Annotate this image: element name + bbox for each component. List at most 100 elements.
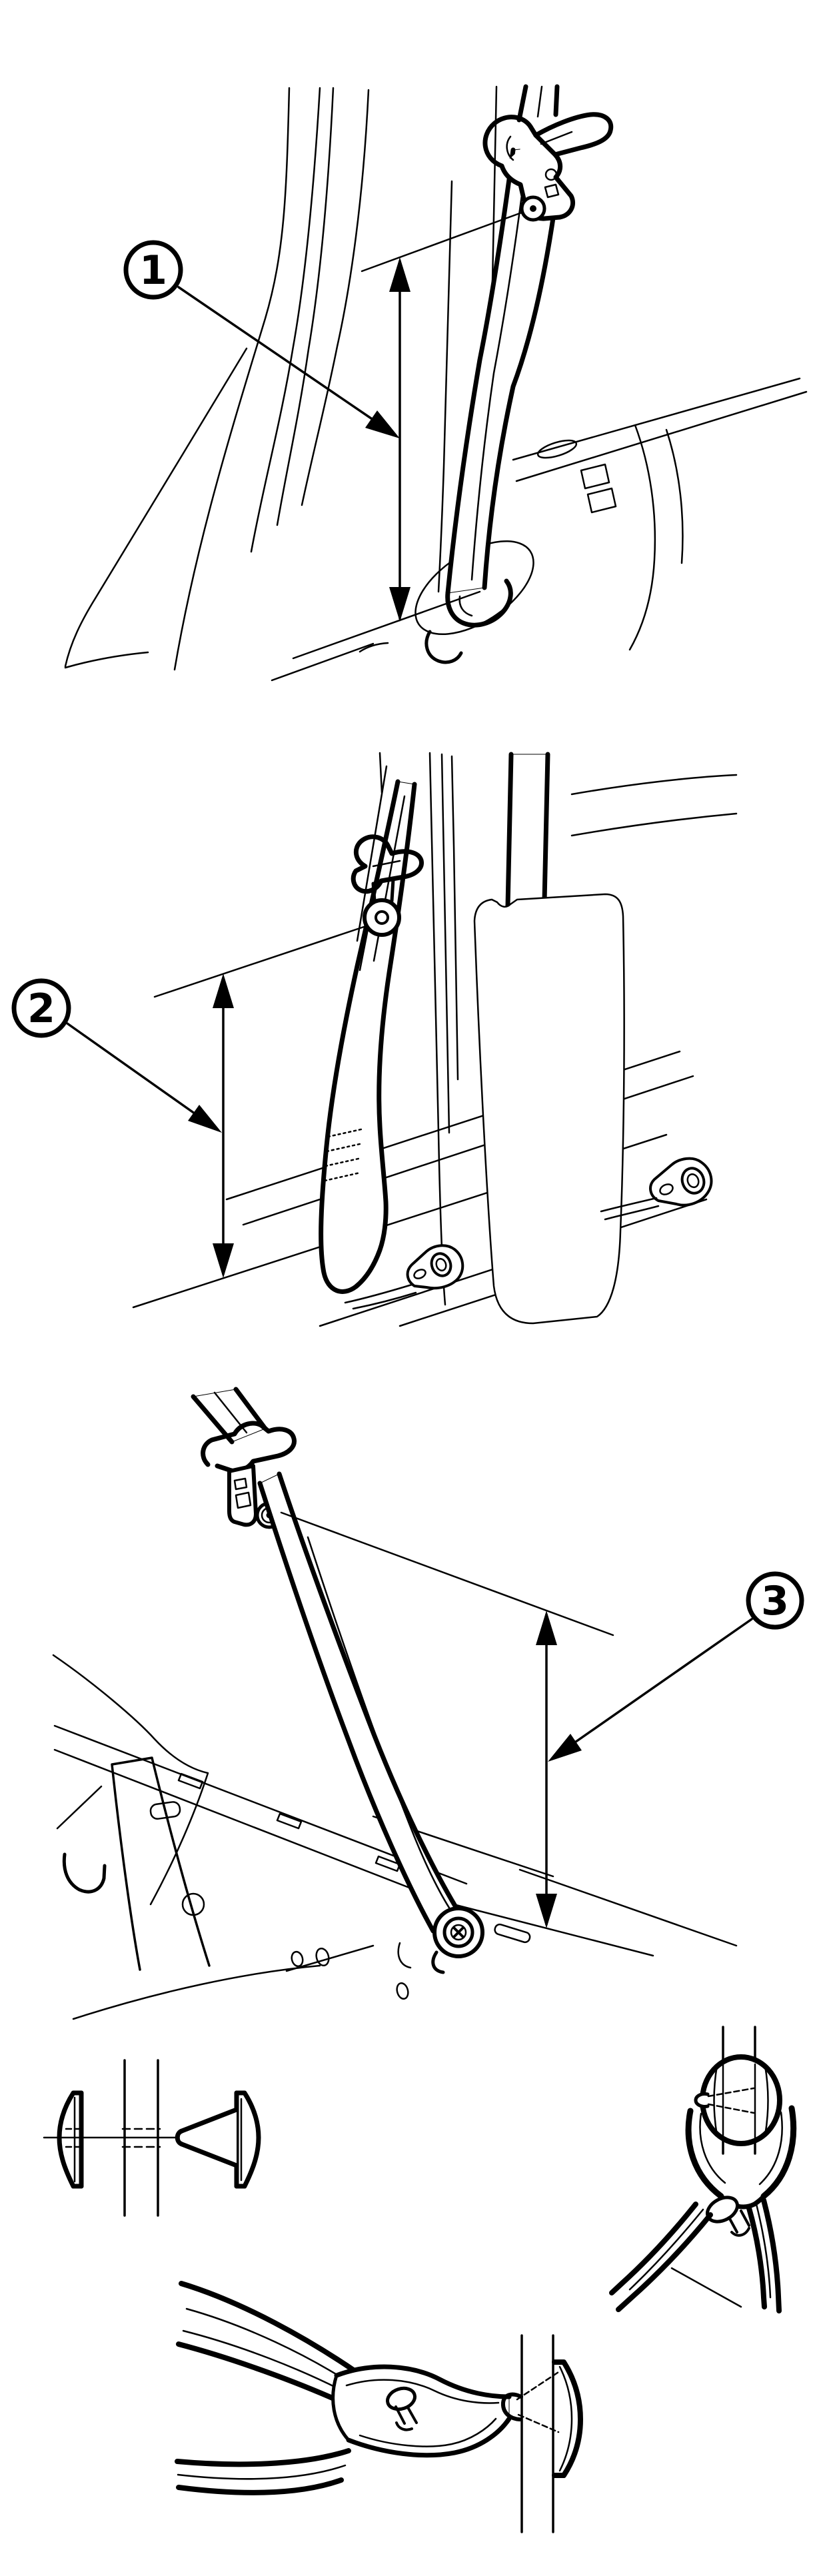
beltline-curves — [570, 774, 738, 837]
figure-belt-guide-middle: 2 — [11, 752, 738, 1327]
leader-arrow-2 — [188, 1105, 222, 1133]
anchor-fitting-lower — [344, 1244, 464, 1310]
retractor-belt-edges — [505, 752, 550, 909]
anchor-plate — [649, 1157, 713, 1207]
retractor-belt-fill — [507, 754, 548, 907]
callout-1-label: 1 — [139, 247, 167, 294]
callout-1-circle — [123, 240, 183, 300]
anchor-oval-hole — [413, 1269, 426, 1279]
handle-lower-inner — [177, 2464, 347, 2480]
pillar-trim-panel — [473, 893, 625, 1325]
hidden-cap-lines — [65, 2128, 82, 2148]
guide-bolt — [363, 898, 401, 937]
short-diagonal — [56, 1785, 103, 1830]
adjuster-round-hole — [544, 168, 558, 181]
head-left-edge — [331, 2373, 351, 2442]
callout-leader-1 — [177, 286, 375, 421]
pivot-bolt-head — [385, 2386, 417, 2411]
pivot-bolt-shaft — [395, 2405, 418, 2431]
callout-leader-2 — [66, 1022, 196, 1115]
reference-line-3 — [280, 1511, 614, 1636]
anchor-cable — [600, 1197, 660, 1221]
handle-left-edges — [609, 2202, 713, 2312]
wheel-arch-lines — [52, 1654, 209, 1906]
anchor-fitting-right — [600, 1157, 713, 1221]
turning-loop-inner — [372, 860, 401, 868]
handle-left-inner — [628, 2208, 704, 2291]
sill-slot — [536, 439, 578, 459]
handle-cross-line — [670, 2267, 742, 2308]
floor-oval-1 — [291, 1950, 304, 1968]
belt-hatch-texture — [323, 1127, 365, 1182]
pin-cone — [175, 2107, 239, 2168]
dimension-arrow-up-2 — [213, 973, 234, 1008]
belt-strand-inner — [536, 85, 543, 118]
belt-webbing-inner — [307, 1536, 457, 1919]
door-opening-lines — [64, 347, 248, 669]
figure-belt-guide-upper: 1 — [64, 84, 808, 682]
callout-3-label: 3 — [761, 1578, 789, 1624]
guide-plate-holes — [233, 1477, 252, 1509]
figure-pliers-side-view — [175, 2281, 583, 2533]
turning-loop-stem — [371, 878, 395, 903]
sill-slot — [494, 1923, 531, 1944]
anchor-cable — [344, 1283, 417, 1310]
anchor-ring — [680, 1167, 706, 1195]
callout-1-badge: 1 — [123, 240, 183, 300]
sill-curve — [397, 1942, 412, 1969]
j-hook — [62, 1852, 107, 1894]
lower-anchor-strap — [445, 578, 513, 628]
measurement-2: 2 — [11, 925, 367, 1278]
dimension-arrow-down-1 — [389, 587, 410, 622]
callout-2-circle — [11, 978, 71, 1038]
anchor-ring-inner — [686, 1173, 700, 1189]
body-side-lines — [628, 424, 684, 651]
callout-2-label: 2 — [27, 985, 55, 1032]
anchor-bolt-cross — [452, 1926, 464, 1938]
adjuster-detail-lines — [506, 131, 573, 161]
cap-inner-line — [558, 2365, 573, 2472]
measurement-1: 1 — [123, 211, 523, 622]
gripped-pin-tip — [500, 2392, 523, 2421]
handle-lower-edges — [175, 2448, 351, 2495]
jaw-inner-lines — [699, 2111, 783, 2186]
guide-bolt-center — [375, 910, 389, 925]
upper-jaw — [334, 2364, 512, 2399]
pillar-lines — [356, 752, 459, 1306]
callout-3-badge: 3 — [746, 1571, 804, 1630]
sill-step-brackets — [580, 463, 617, 514]
cap-rim-lines — [713, 2064, 769, 2137]
figure-belt-guide-rear: 3 — [52, 1387, 804, 2020]
body-bottom-curves — [72, 1944, 375, 2020]
dimension-arrow-up-3 — [536, 1610, 557, 1645]
adjuster-square-hole — [544, 183, 560, 199]
guide-hook — [201, 1421, 297, 1474]
measurement-3: 3 — [280, 1511, 804, 1928]
turning-loop-hook — [351, 834, 424, 894]
pivot-bolt-shaft — [728, 2210, 750, 2237]
callout-3-circle — [746, 1571, 804, 1630]
dimension-arrow-up-1 — [389, 257, 410, 292]
guide-bolt-center — [530, 205, 536, 212]
belt-webbing-fill — [321, 781, 415, 1292]
anchor-ring — [430, 1252, 452, 1277]
handle-right-inner — [755, 2203, 772, 2299]
callout-leader-3 — [574, 1618, 753, 1743]
panel-lines — [520, 2334, 554, 2533]
anchor-bolt-inner — [450, 1924, 467, 1941]
lower-jaw — [346, 2416, 512, 2458]
hidden-hole-lines — [121, 2128, 161, 2148]
lower-anchor-slot — [458, 595, 473, 617]
shelf-slots — [177, 1772, 401, 1872]
fastener-cap — [552, 2359, 583, 2478]
hidden-pin-lines — [707, 2087, 755, 2114]
pillar-bracket — [111, 1756, 211, 1971]
handle-right-edges — [746, 2198, 782, 2313]
dimension-arrow-down-3 — [536, 1894, 557, 1928]
belt-webbing-edges — [257, 1471, 466, 1934]
bracket-hole — [181, 1892, 205, 1916]
anchor-ring-inner — [435, 1257, 447, 1272]
jaw-inner-lines — [345, 2379, 500, 2447]
